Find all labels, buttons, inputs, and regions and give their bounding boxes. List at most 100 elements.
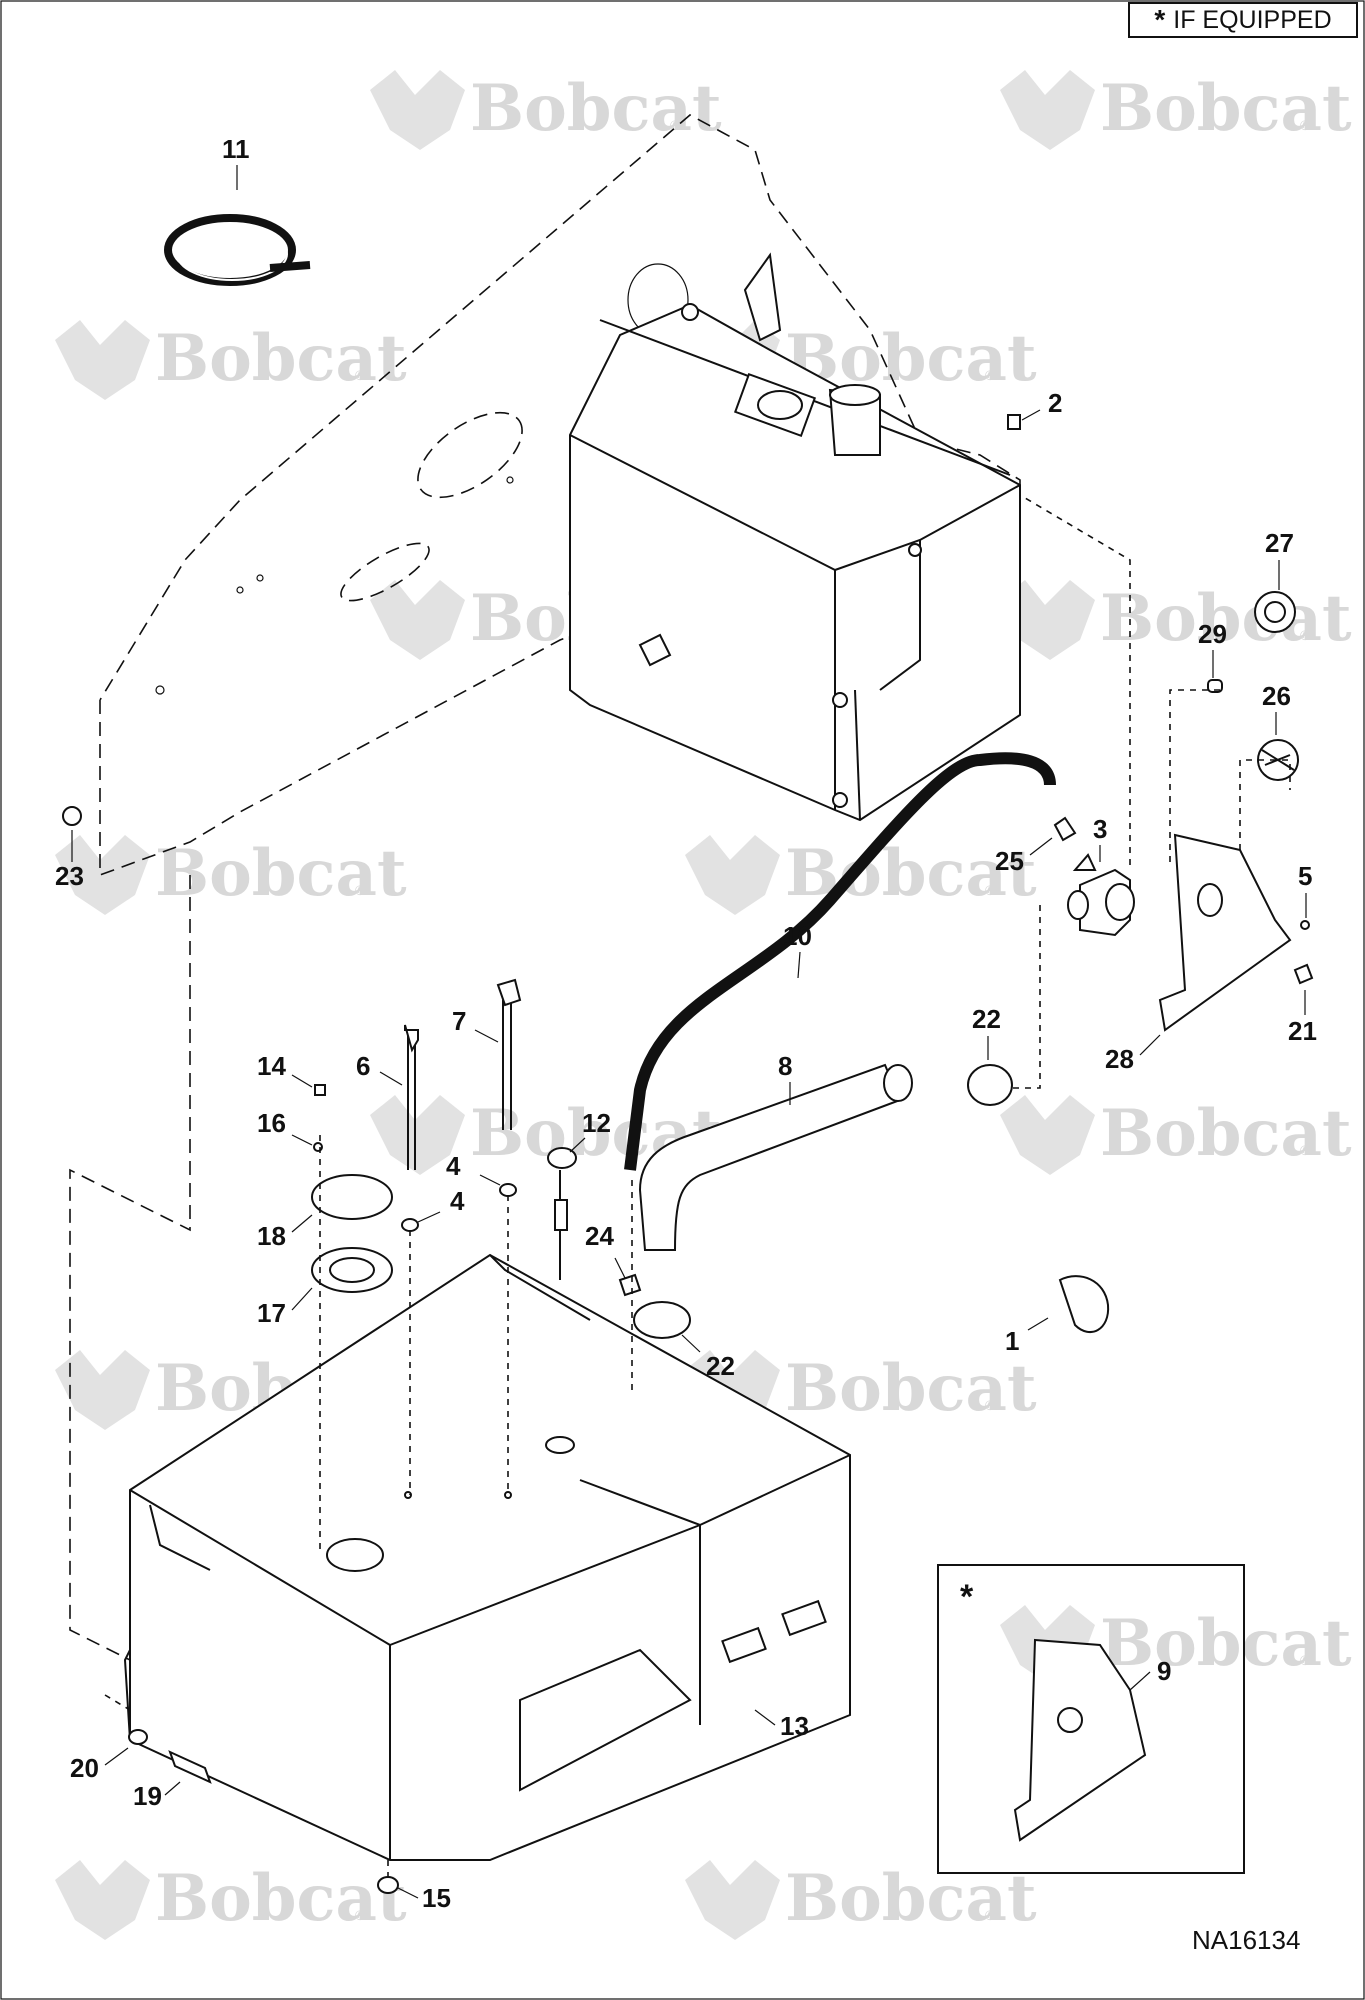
callout-15: 15 [422, 1883, 451, 1913]
watermark-text: Bobcat [155, 836, 407, 911]
if-equipped-legend: * IF EQUIPPED [1128, 2, 1358, 38]
leader-dashed [104, 1694, 131, 1711]
watermark-reg: ® [1300, 117, 1311, 133]
callout-23: 23 [55, 861, 84, 891]
fuel-tank [123, 1253, 851, 1861]
bobcat-watermark: Bobcat ® [55, 835, 407, 915]
bobcat-watermark: Bobcat ® [685, 835, 1037, 915]
hose-coil [164, 214, 311, 286]
grommet [499, 1183, 517, 1197]
callout-26: 26 [1262, 681, 1291, 711]
watermark-reg: ® [355, 367, 366, 383]
bobcat-watermark: Bobcat ® [1000, 580, 1352, 660]
watermark-text: Bobcat [1100, 1096, 1352, 1171]
nut [62, 806, 82, 826]
watermark-reg: ® [1300, 1652, 1311, 1668]
watermark-reg: ® [985, 882, 996, 898]
bolt [1293, 963, 1314, 985]
sender-gasket [311, 1247, 393, 1293]
hose-clamp [633, 1064, 1013, 1339]
capscrew [168, 1750, 212, 1784]
callout-13: 13 [780, 1711, 809, 1741]
leader-dashed [1019, 494, 1131, 865]
callout-4a: 4 [446, 1151, 461, 1181]
leader-dashed [1010, 905, 1041, 1089]
callout-17: 17 [257, 1298, 286, 1328]
callout-7: 7 [452, 1006, 466, 1036]
fuel-cap [1257, 739, 1299, 781]
watermark-reg: ® [1300, 627, 1311, 643]
tank-cover [569, 252, 1021, 822]
callout-16: 16 [257, 1108, 286, 1138]
watermark-text: Bobcat [1100, 1606, 1352, 1681]
callout-22b: 22 [706, 1351, 735, 1381]
callout-4b: 4 [450, 1186, 465, 1216]
bobcat-watermark: Bobcat ® [1000, 70, 1352, 150]
callouts: 1 2 3 4 4 5 6 7 8 9 10 11 12 13 [55, 134, 1317, 1913]
watermark-text: Bobcat [1100, 71, 1352, 146]
callout-29: 29 [1198, 619, 1227, 649]
callout-27: 27 [1265, 528, 1294, 558]
callout-14: 14 [257, 1051, 286, 1081]
callout-9: 9 [1157, 1656, 1171, 1686]
screw [314, 1084, 326, 1096]
bobcat-watermark: Bobcat ® [55, 320, 407, 400]
callout-20: 20 [70, 1753, 99, 1783]
tie-strap [1058, 1275, 1110, 1334]
watermark-text: Bobcat [785, 1351, 1037, 1426]
callout-2: 2 [1048, 388, 1062, 418]
callout-21: 21 [1288, 1016, 1317, 1046]
hose-clip [618, 1273, 642, 1297]
watermark-reg: ® [1300, 1142, 1311, 1158]
callout-3: 3 [1093, 814, 1107, 844]
callout-8: 8 [778, 1051, 792, 1081]
inset-asterisk: * [960, 1578, 974, 1616]
callout-11: 11 [222, 134, 250, 164]
callout-22a: 22 [972, 1004, 1001, 1034]
callout-24: 24 [585, 1221, 614, 1251]
callout-28: 28 [1105, 1044, 1134, 1074]
callout-10: 10 [783, 921, 812, 951]
callout-19: 19 [133, 1781, 162, 1811]
bobcat-watermark: Bobcat ® [1000, 1095, 1352, 1175]
watermark-text: Bobcat [155, 321, 407, 396]
bobcat-watermark: Bobcat ® [370, 70, 722, 150]
plug [1207, 679, 1223, 693]
bobcat-watermark: Bobcat ® [55, 1860, 407, 1940]
callout-25: 25 [995, 846, 1024, 876]
callout-12: 12 [582, 1108, 611, 1138]
grommet [401, 1218, 419, 1232]
callout-6: 6 [356, 1051, 370, 1081]
callout-1: 1 [1005, 1326, 1019, 1356]
callout-18: 18 [257, 1221, 286, 1251]
gasket [311, 1174, 393, 1220]
filler-bracket [1067, 833, 1292, 1032]
fuel-sender [547, 1147, 577, 1280]
watermark-text: Bobcat [470, 71, 722, 146]
watermark-reg: ® [985, 1907, 996, 1923]
if-equipped-label: IF EQUIPPED [1173, 5, 1332, 34]
watermark-reg: ® [670, 117, 681, 133]
watermark-reg: ® [985, 367, 996, 383]
watermark-reg: ® [355, 1907, 366, 1923]
locking-cap [1254, 591, 1296, 633]
breather-hose [624, 752, 1056, 1171]
asterisk-icon: * [1154, 4, 1166, 35]
filler-hose [638, 1063, 913, 1251]
washer [128, 1729, 148, 1745]
figure-code: NA16134 [1192, 1925, 1301, 1955]
return-tube [496, 978, 522, 1130]
screw [1300, 920, 1310, 930]
leader-dashed [1169, 689, 1225, 862]
leader-dashed [69, 875, 191, 1661]
bolt [1007, 414, 1021, 430]
suction-tube [404, 1024, 419, 1170]
tee-fitting [1053, 816, 1077, 842]
inset-box [937, 1564, 1245, 1874]
callout-5: 5 [1298, 861, 1312, 891]
watermark-text: Bobcat [1100, 581, 1352, 656]
drain-plug [377, 1876, 399, 1894]
